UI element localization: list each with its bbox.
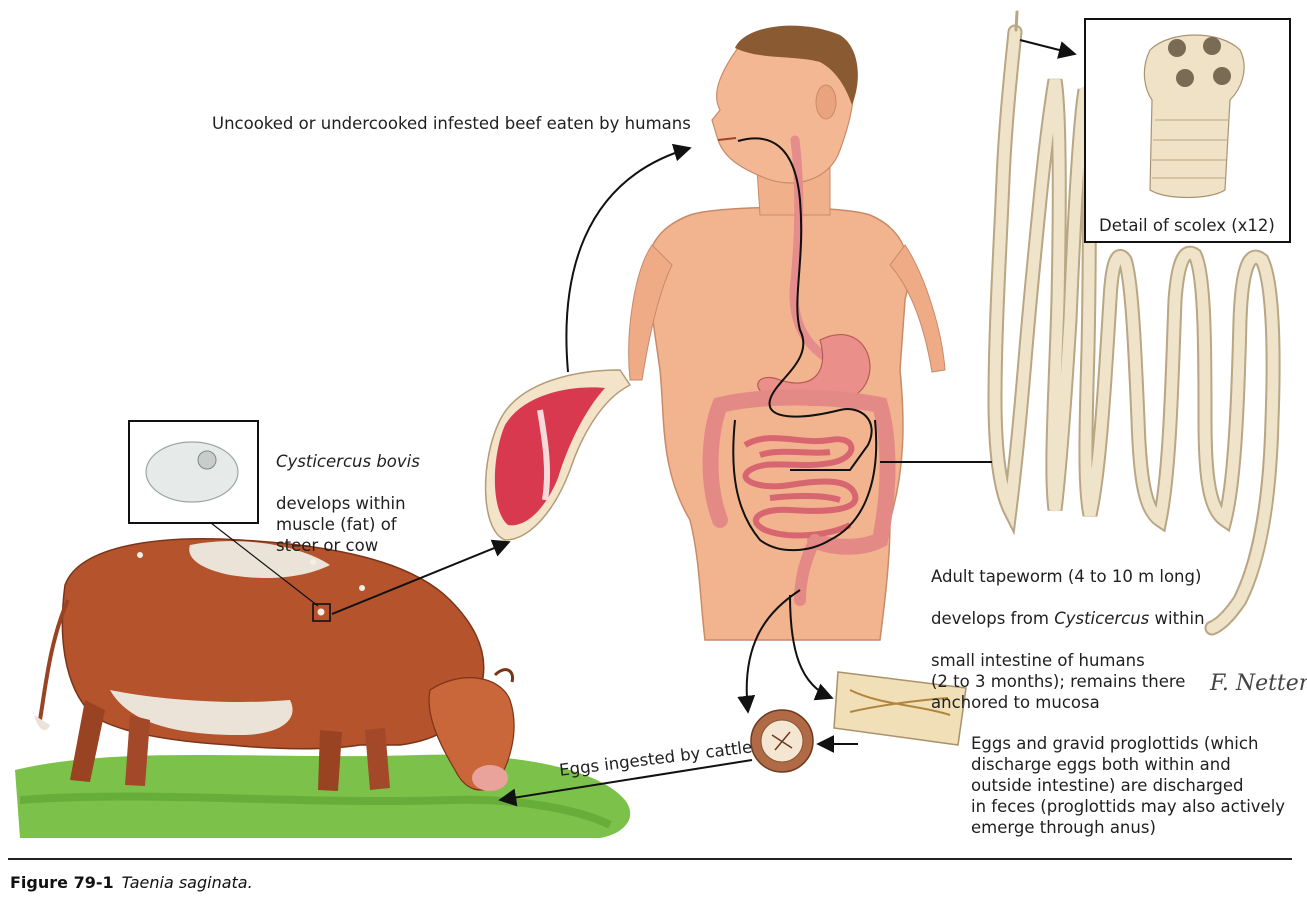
eggs-discharged-label: Eggs and gravid proglottids (which disch… <box>971 734 1286 837</box>
adult-description: small intestine of humans (2 to 3 months… <box>931 651 1186 712</box>
cysticercus-description: develops within muscle (fat) of steer or… <box>276 494 406 555</box>
gravid-proglottid <box>833 671 967 746</box>
adult-line-1: Adult tapeworm (4 to 10 m long) <box>931 567 1202 586</box>
cysticercus-label: Cysticercus bovis develops within muscle… <box>276 430 420 577</box>
cysticercus-cyst <box>145 441 239 503</box>
artist-signature: F. Netter <box>1209 671 1307 696</box>
cow-illustration <box>15 538 631 838</box>
adult-line-2: develops from Cysticercus within <box>931 608 1205 629</box>
tapeworm-illustration <box>987 10 1281 636</box>
adult-tapeworm-label: Adult tapeworm (4 to 10 m long) develops… <box>931 545 1205 734</box>
figure-number: Figure 79-1 <box>10 873 114 892</box>
egg-illustration <box>750 709 814 773</box>
cysticercus-species-name: Cysticercus bovis <box>276 452 420 471</box>
lifecycle-arrows <box>331 39 1077 807</box>
adult-line-2-post: within <box>1149 609 1205 628</box>
adult-line-2-pre: develops from <box>931 609 1055 628</box>
figure-caption: Figure 79-1 Taenia saginata. <box>10 873 253 892</box>
beef-steak <box>484 369 632 541</box>
scolex-detail-label: Detail of scolex (x12) <box>1099 216 1275 235</box>
beef-eaten-label: Uncooked or undercooked infested beef ea… <box>212 114 691 133</box>
caption-divider <box>8 858 1292 860</box>
adult-line-2-italic: Cysticercus <box>1054 609 1150 628</box>
human-figure <box>628 25 946 641</box>
figure-title: Taenia saginata. <box>121 873 253 892</box>
scolex-drawing <box>1143 34 1245 199</box>
